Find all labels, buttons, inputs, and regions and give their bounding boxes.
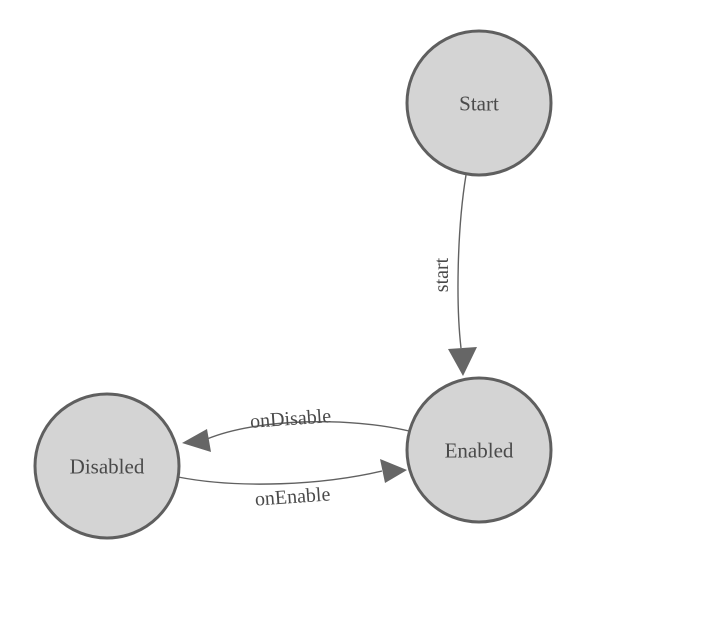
edge-line-onenable <box>177 470 383 485</box>
edge-line-start <box>457 174 467 349</box>
edge-label-start: start <box>431 257 453 292</box>
node-start: Start <box>405 29 553 177</box>
node-enabled-label: Enabled <box>445 438 514 462</box>
arrowhead-into-enabled-top <box>448 347 477 376</box>
node-enabled-circle <box>405 376 553 524</box>
edge-line-ondisable <box>206 421 410 440</box>
edge-start-to-enabled: start <box>431 174 477 376</box>
edge-label-onenable: onEnable <box>254 483 331 510</box>
node-start-circle <box>405 29 553 177</box>
node-enabled: Enabled <box>405 376 553 524</box>
node-disabled-label: Disabled <box>70 454 145 478</box>
arrowhead-into-disabled <box>182 429 211 452</box>
edge-enabled-to-disabled: onDisable <box>182 405 410 452</box>
node-start-label: Start <box>459 91 499 115</box>
edge-label-ondisable: onDisable <box>249 405 332 433</box>
node-disabled-circle <box>33 392 181 540</box>
arrowhead-into-enabled-left <box>380 459 407 483</box>
node-disabled: Disabled <box>33 392 181 540</box>
edge-disabled-to-enabled: onEnable <box>177 459 407 511</box>
